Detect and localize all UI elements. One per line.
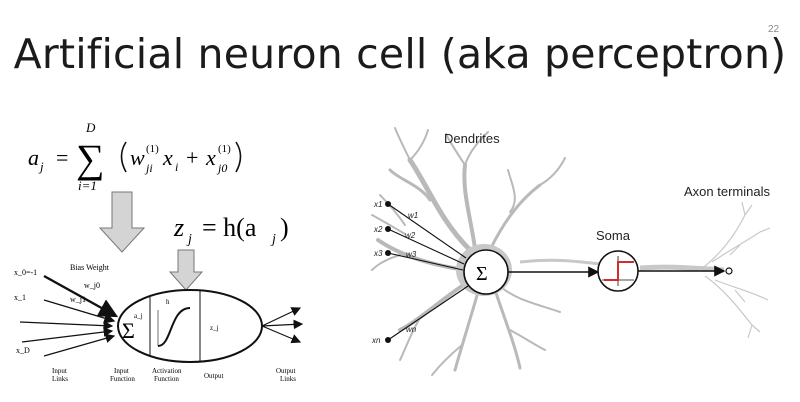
output-rhs: = h(a [202, 213, 257, 242]
bio-input-x1: x1 [373, 200, 382, 209]
input-xd-label: x_D [16, 346, 30, 355]
caption-input-links-1: Input [52, 367, 67, 375]
slide-title: Artificial neuron cell (aka perceptron) [13, 30, 787, 78]
output-zj-label: z_j [210, 324, 219, 332]
output-rhs-end: ) [280, 213, 289, 242]
activation-h-label: h [166, 298, 170, 306]
caption-activation-function-1: Activation [152, 367, 182, 375]
bio-weight-w1: w1 [408, 211, 418, 220]
axon-terminals-label: Axon terminals [684, 184, 770, 199]
activation-sum-formula: a j = D ∑ i=1 w (1) ji x i + x (1) j0 [28, 120, 242, 193]
perceptron-diagram: x_0=-1 x_1 x_D Bias Weight w_j0 w_j1 Σ a… [14, 263, 304, 383]
caption-activation-function-2: Function [154, 375, 179, 383]
caption-input-function-2: Function [110, 375, 135, 383]
bio-weight-w3: w3 [406, 250, 417, 259]
caption-input-links-2: Links [52, 375, 68, 383]
bio-sum-symbol: Σ [476, 263, 488, 285]
bio-weight-w2: w2 [405, 231, 416, 240]
caption-output: Output [204, 372, 224, 380]
bio-input-x3: x3 [373, 249, 383, 258]
caption-input-function-1: Input [114, 367, 129, 375]
page-number: 22 [768, 24, 780, 35]
weight-subscript: ji [144, 161, 153, 175]
perceptron-sum-symbol: Σ [122, 318, 135, 343]
sum-lower-limit: i=1 [78, 178, 97, 193]
down-arrow-right [168, 249, 204, 291]
sum-upper-limit: D [85, 120, 96, 135]
output-formula: z j = h(a j ) [173, 213, 289, 247]
formula-lhs: a [28, 145, 39, 170]
bias-superscript: (1) [218, 143, 231, 155]
input-symbol: x [162, 145, 173, 170]
caption-output-links-1: Output [276, 367, 296, 375]
output-rhs-sub: j [270, 232, 276, 247]
down-arrow-left [98, 191, 146, 253]
bias-weight-label: Bias Weight [70, 263, 110, 272]
weight-j0-label: w_j0 [84, 281, 100, 290]
input-x0-label: x_0=-1 [14, 268, 37, 277]
soma-label: Soma [596, 228, 631, 243]
bias-symbol: x [205, 145, 216, 170]
bias-subscript: j0 [216, 161, 227, 175]
weight-j1-label: w_j1 [70, 295, 86, 304]
caption-output-links-2: Links [280, 375, 296, 383]
output-lhs: z [173, 213, 184, 242]
formula-plus: + [186, 145, 198, 170]
sum-sigma: ∑ [76, 136, 105, 181]
weight-symbol: w [130, 145, 145, 170]
dendrites-label: Dendrites [444, 131, 500, 146]
sum-output-label: a_j [134, 312, 143, 320]
input-x1-label: x_1 [14, 293, 26, 302]
biological-neuron-diagram: x1 x2 x3 xn w1 w2 w3 wn Σ [371, 127, 770, 376]
weight-superscript: (1) [146, 143, 159, 155]
bio-input-xn: xn [371, 336, 381, 345]
formula-lhs-sub: j [38, 159, 44, 174]
bio-input-x2: x2 [373, 225, 383, 234]
formula-equals: = [56, 145, 68, 170]
output-lhs-sub: j [186, 232, 192, 247]
input-subscript: i [175, 160, 178, 174]
bio-weight-wn: wn [406, 325, 417, 334]
